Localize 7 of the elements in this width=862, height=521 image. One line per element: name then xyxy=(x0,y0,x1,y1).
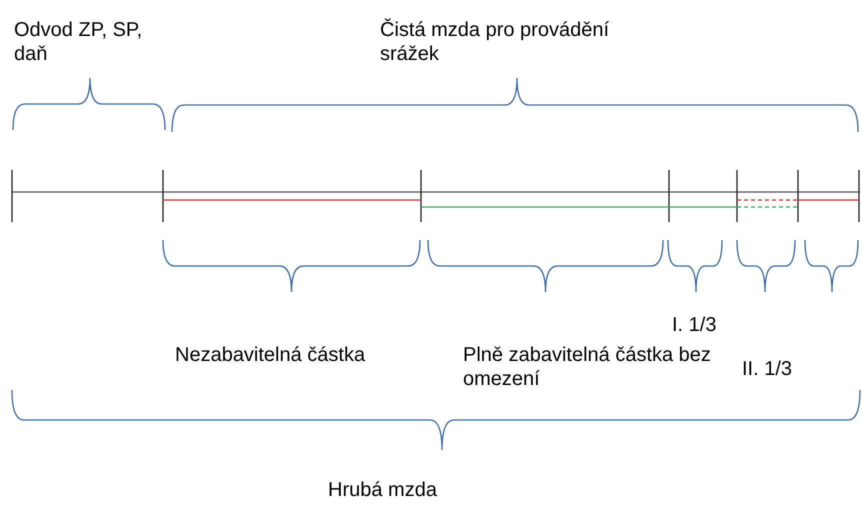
section-label: I. 1/3 xyxy=(672,313,716,337)
note-text: Odvod ZP, SP, daň xyxy=(14,18,144,66)
section-label: Nezabavitelná částka xyxy=(175,343,366,367)
section-label: Plně zabavitelná částka bez omezení xyxy=(463,343,712,391)
section-label: Čistá mzda pro provádění srážek xyxy=(380,18,610,66)
total-label: Hrubá mzda xyxy=(328,478,437,502)
section-label: II. 1/3 xyxy=(742,357,792,381)
